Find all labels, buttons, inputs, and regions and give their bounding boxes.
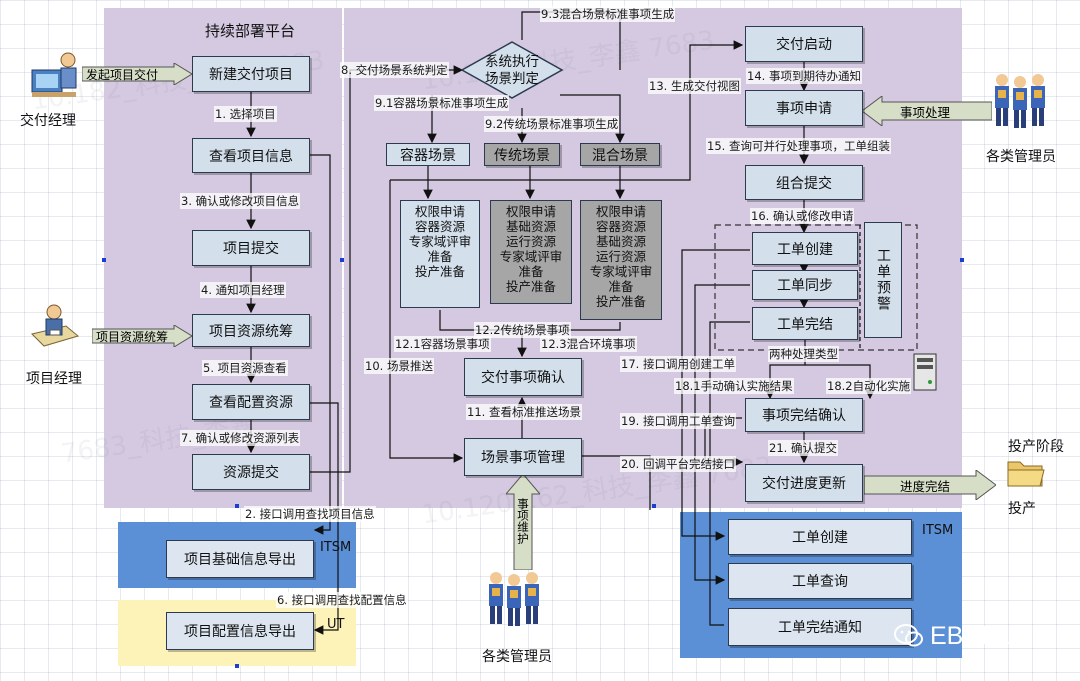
server-icon [912,352,938,392]
step-9-2-label: 9.2传统场景标准事项生成 [484,116,620,132]
step-9-1-label: 9.1容器场景标准事项生成 [374,95,510,111]
step-6-label: 6. 接口调用查找配置信息 [276,592,408,608]
step-8-label: 8. 交付场景系统判定 [340,62,449,78]
work-order-finish-box[interactable]: 工单完结 [752,307,858,340]
admins-right-icon [990,70,1060,134]
system-scene-decision: 系统执行 场景判定 [485,54,539,87]
itsm-left-label: ITSM [320,540,352,555]
step-20-label: 20. 回调平台完结接口 [620,456,736,472]
step-18-1-label: 18.1手动确认实施结果 [674,378,794,394]
step-19-label: 19. 接口调用工单查询 [620,413,736,429]
step-10-label: 10. 场景推送 [364,358,434,374]
itsm-query-box[interactable]: 工单查询 [728,563,912,599]
mixed-items-box: 权限申请 容器资源 基础资源 运行资源 专家域评审 准备 投产准备 [580,200,662,320]
delivery-start-box[interactable]: 交付启动 [745,26,863,62]
container-scene-box[interactable]: 容器场景 [386,143,470,166]
scene-manage-box[interactable]: 场景事项管理 [464,438,582,476]
platform-title: 持续部署平台 [205,22,296,40]
step-15-label: 15. 查询可并行处理事项，工单组装 [706,138,891,154]
item-maintenance-arrow: 事项维护 [504,473,542,571]
container-items-box: 权限申请 容器资源 专家域评审 准备 投产准备 [400,200,480,308]
admins-bottom-label: 各类管理员 [482,649,552,665]
admins-bottom-icon [484,568,554,632]
resource-plan-box[interactable]: 项目资源统筹 [192,314,310,347]
view-project-box[interactable]: 查看项目信息 [192,138,310,173]
initiate-delivery-text: 发起项目交付 [86,68,159,82]
logo-text: EBCloud [930,621,1029,650]
step-3-label: 3. 确认或修改项目信息 [180,193,301,209]
delivery-manager-label: 交付经理 [20,113,76,129]
itsm-right-label: ITSM [922,523,954,538]
project-manager-label: 项目经理 [26,371,82,387]
production-label: 投产 [1008,501,1036,517]
step-12-3-label: 12.3混合环境事项 [540,336,637,352]
folder-icon [1006,456,1046,490]
item-processing-text: 事项处理 [900,105,951,120]
step-7-label: 7. 确认或修改资源列表 [180,430,301,446]
item-done-confirm-box[interactable]: 事项完结确认 [745,398,863,432]
admins-right-label: 各类管理员 [986,149,1056,165]
combine-submit-box[interactable]: 组合提交 [745,165,863,200]
item-apply-box[interactable]: 事项申请 [745,90,863,126]
project-resource-arrow: 项目资源统筹 [91,324,193,348]
item-maintenance-text: 事项维护 [516,498,530,544]
delivery-manager-icon [30,48,80,100]
initiate-delivery-arrow: 发起项目交付 [81,62,193,86]
ebcloud-logo: EBCloud [894,618,1029,654]
progress-complete-arrow: 进度完结 [863,469,997,501]
step-14-label: 14. 事项到期待办通知 [746,68,862,84]
work-order-create-box[interactable]: 工单创建 [752,232,858,265]
confirm-items-box[interactable]: 交付事项确认 [464,358,582,396]
wechat-icon [894,623,924,649]
step-16-label: 16. 确认或修改申请 [750,208,855,224]
project-basic-info-export-box[interactable]: 项目基础信息导出 [166,540,314,578]
view-config-box[interactable]: 查看配置资源 [192,384,310,420]
step-5-label: 5. 项目资源查看 [202,360,288,376]
new-project-box[interactable]: 新建交付项目 [192,56,310,92]
submit-resource-box[interactable]: 资源提交 [192,454,310,490]
mixed-scene-box[interactable]: 混合场景 [580,143,660,166]
traditional-scene-box[interactable]: 传统场景 [484,143,560,166]
step-12-2-label: 12.2传统场景事项 [474,322,571,338]
traditional-items-box: 权限申请 基础资源 运行资源 专家域评审 准备 投产准备 [490,200,572,304]
step-18-2-label: 18.2自动化实施 [826,378,912,394]
step-11-label: 11. 查看标准推送场景 [466,404,582,420]
work-order-alert-text: 工单预警 [875,248,891,312]
itsm-notify-box[interactable]: 工单完结通知 [728,608,912,646]
project-manager-icon [30,300,80,352]
work-order-alert-box[interactable]: 工单预警 [864,222,902,338]
step-17-label: 17. 接口调用创建工单 [620,356,736,372]
production-stage-label: 投产阶段 [1008,439,1064,455]
project-resource-text: 项目资源统筹 [96,330,169,344]
two-types-label: 两种处理类型 [768,346,839,362]
itsm-create-box[interactable]: 工单创建 [728,519,912,555]
step-2-label: 2. 接口调用查找项目信息 [244,506,376,522]
progress-update-box[interactable]: 交付进度更新 [745,464,863,502]
step-9-3-label: 9.3混合场景标准事项生成 [540,6,676,22]
progress-complete-text: 进度完结 [900,479,951,494]
submit-project-box[interactable]: 项目提交 [192,230,310,266]
step-21-label: 21. 确认提交 [768,440,838,456]
work-order-sync-box[interactable]: 工单同步 [752,270,858,300]
ut-label: UT [327,617,345,632]
step-4-label: 4. 通知项目经理 [200,282,286,298]
step-13-label: 13. 生成交付视图 [648,78,741,94]
step-1-label: 1. 选择项目 [214,106,277,122]
project-config-info-export-box[interactable]: 项目配置信息导出 [166,612,314,650]
item-processing-arrow: 事项处理 [861,95,993,127]
step-12-1-label: 12.1容器场景事项 [394,336,491,352]
